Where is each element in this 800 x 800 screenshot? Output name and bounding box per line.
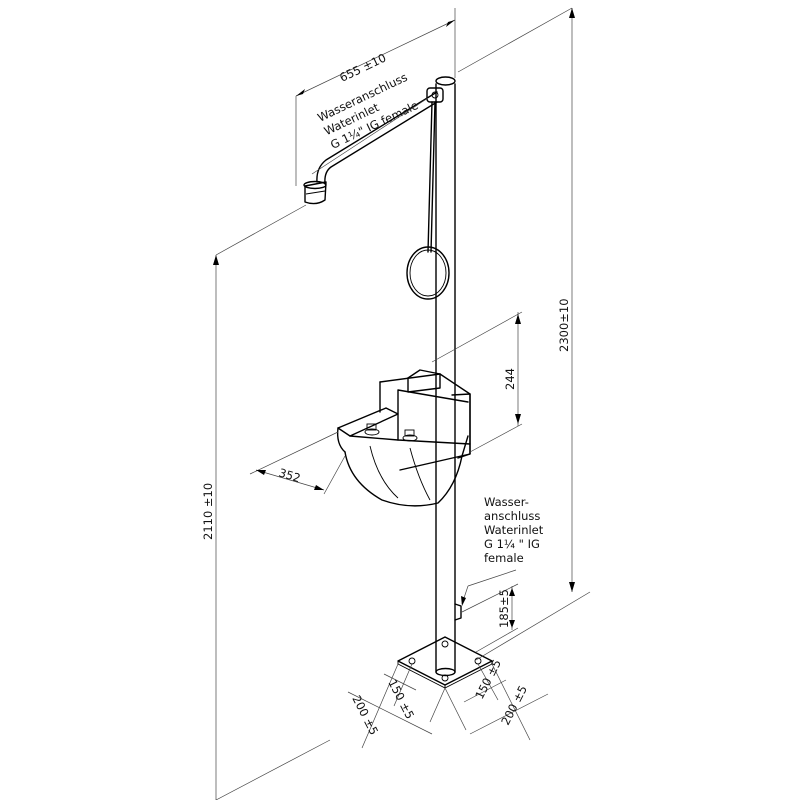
pull-rod xyxy=(427,101,436,253)
dim-shower-height-label: 2110 ±10 xyxy=(201,483,215,540)
pull-ring xyxy=(406,246,450,300)
dim-shower-reach-label: 655 ±10 xyxy=(337,51,388,85)
dim-total-height-label: 2300±10 xyxy=(557,298,571,352)
eye-wash-bowl xyxy=(336,369,471,507)
dim-plate-outer-right-label: 200 ±5 xyxy=(498,683,530,727)
shower-head xyxy=(303,180,327,205)
dim-shower-height: 2110 ±10 xyxy=(201,204,331,800)
dim-plate-right: 150 ±5 200 ±5 xyxy=(444,657,549,741)
dim-total-height: 2300±10 xyxy=(457,7,591,661)
bottom-inlet-line-5: female xyxy=(484,551,524,565)
dim-inlet-height-label: 185±5 xyxy=(497,589,511,628)
dim-bowl-depth-label: 352 xyxy=(277,465,302,485)
base-plate xyxy=(397,636,493,689)
bottom-inlet-line-1: Wasser- xyxy=(484,495,529,509)
main-pole xyxy=(435,76,456,673)
shower-valve xyxy=(426,87,444,103)
bottom-inlet-line-3: Waterinlet xyxy=(484,523,544,537)
dim-plate-left: 150 ±5 200 ±5 xyxy=(347,663,446,749)
bottom-inlet-line-4: G 1¼ " IG xyxy=(484,537,540,551)
top-inlet-note: Wasseranschluss Waterinlet G 1¼" IG fema… xyxy=(315,70,420,152)
dim-bowl-height-label: 244 xyxy=(503,368,517,390)
lower-inlet-nipple xyxy=(454,603,462,621)
dim-bowl-height: 244 xyxy=(431,311,523,453)
dim-bowl-depth: 352 xyxy=(249,431,346,495)
dim-plate-inner-left-label: 150 ±5 xyxy=(385,677,417,721)
bottom-inlet-line-2: anschluss xyxy=(484,509,540,523)
bottom-inlet-note: Wasser- anschluss Waterinlet G 1¼ " IG f… xyxy=(461,495,544,606)
dim-inlet-height: 185±5 xyxy=(461,583,519,653)
